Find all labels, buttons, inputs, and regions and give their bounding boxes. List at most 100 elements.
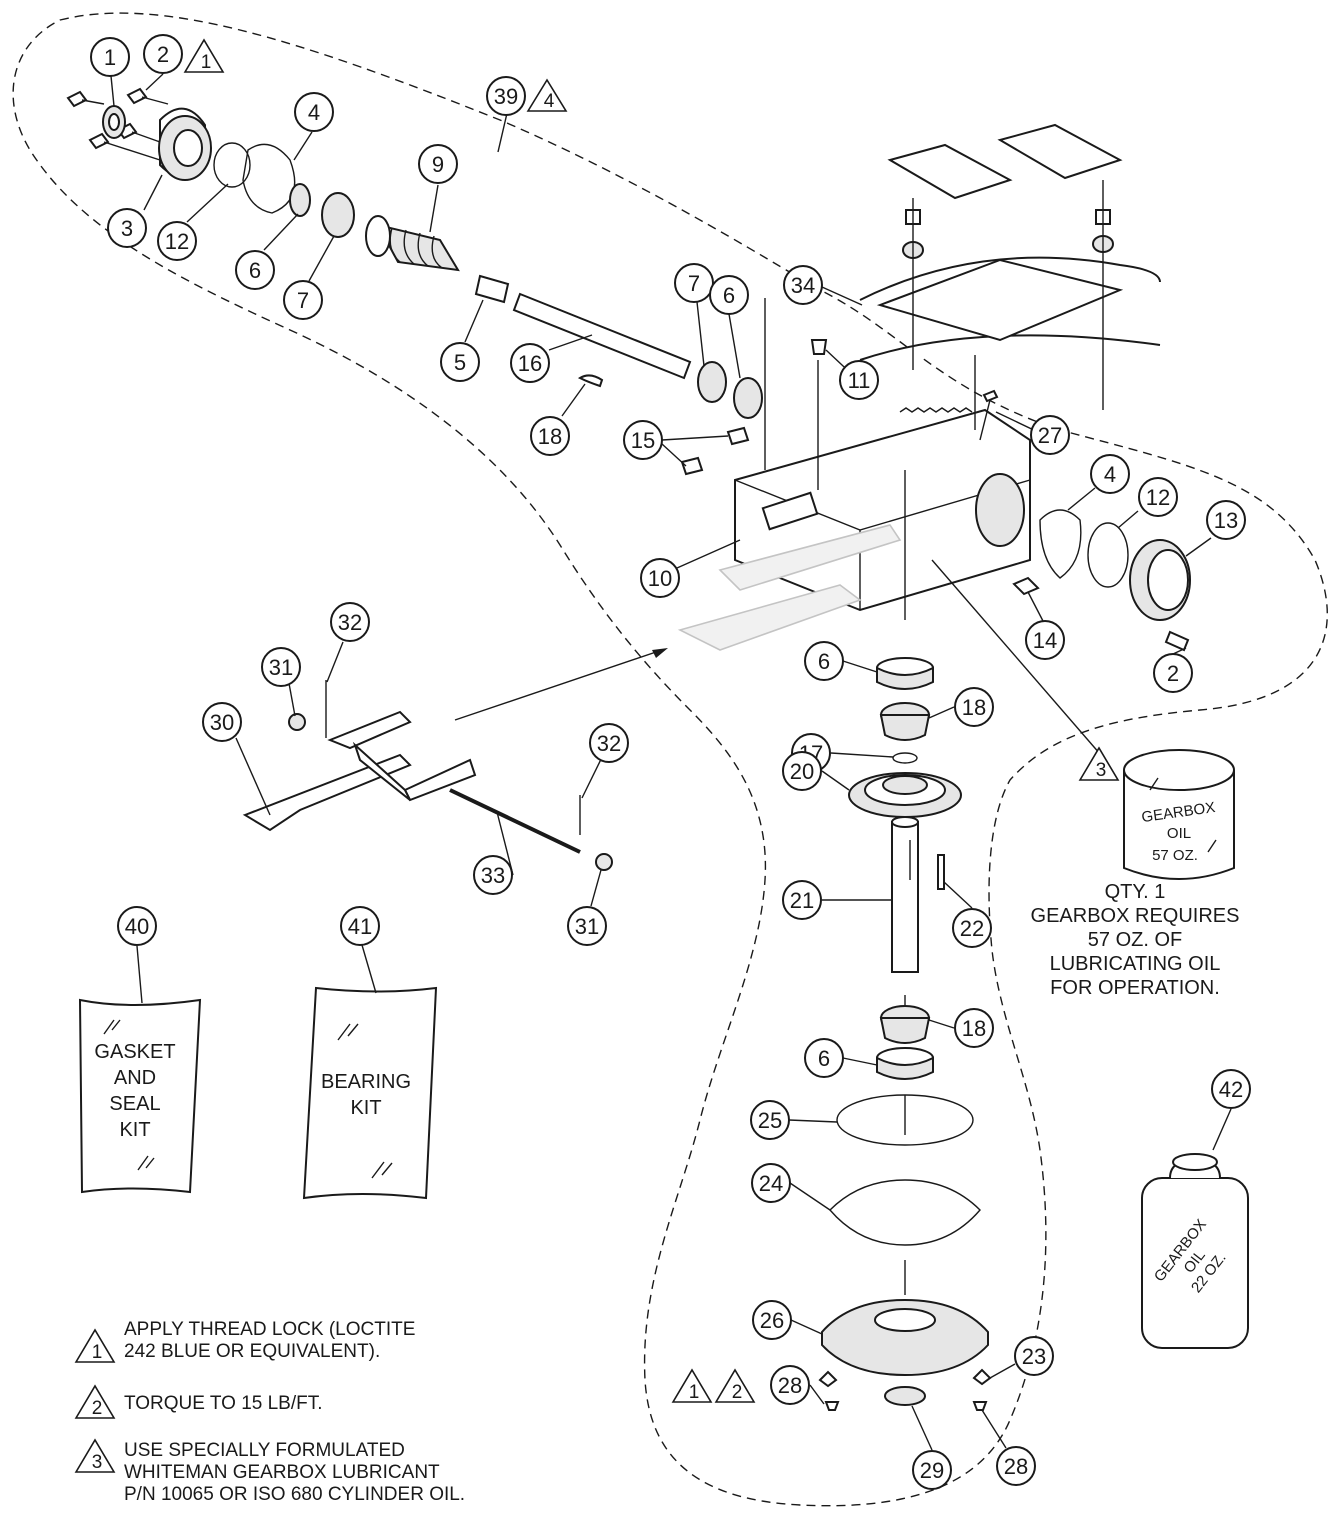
svg-text:2: 2 bbox=[732, 1382, 743, 1403]
callout-5: 5 bbox=[440, 342, 480, 382]
gasket-seal-kit-bag bbox=[78, 998, 202, 1194]
flag-triangle-3: 3 bbox=[1078, 746, 1120, 781]
callout-14: 14 bbox=[1025, 620, 1065, 660]
callout-42: 42 bbox=[1211, 1069, 1251, 1109]
callout-12-right: 12 bbox=[1138, 477, 1178, 517]
svg-text:18: 18 bbox=[962, 1016, 986, 1041]
key-22 bbox=[937, 854, 945, 890]
callout-15: 15 bbox=[623, 420, 663, 460]
bearing-cone-19-lower bbox=[879, 1005, 931, 1044]
bearing-cone-7-top bbox=[321, 192, 355, 238]
svg-text:22: 22 bbox=[960, 916, 984, 941]
svg-text:3: 3 bbox=[92, 1452, 103, 1473]
gearbox-oil-bottle bbox=[1141, 1153, 1249, 1349]
output-shaft-21 bbox=[891, 816, 919, 973]
callout-41: 41 bbox=[340, 906, 380, 946]
end-cover-13 bbox=[1129, 539, 1191, 621]
note-3-line-1: USE SPECIALLY FORMULATED bbox=[124, 1440, 405, 1461]
callout-29: 29 bbox=[912, 1450, 952, 1490]
fill-plug-11 bbox=[810, 339, 828, 355]
bottom-cover-26 bbox=[821, 1298, 989, 1377]
svg-text:29: 29 bbox=[920, 1458, 944, 1483]
svg-text:4: 4 bbox=[544, 91, 555, 112]
bearing-cup-6-right bbox=[733, 377, 763, 419]
o-ring-12-right bbox=[1087, 522, 1129, 588]
svg-text:25: 25 bbox=[758, 1108, 782, 1133]
svg-text:3: 3 bbox=[121, 216, 133, 241]
callout-2-top: 2 bbox=[143, 34, 183, 74]
callout-39: 39 bbox=[486, 76, 526, 116]
callout-6-lower: 6 bbox=[804, 1038, 844, 1078]
gasket-4-right bbox=[1039, 509, 1082, 579]
svg-text:6: 6 bbox=[249, 258, 261, 283]
svg-text:42: 42 bbox=[1219, 1077, 1243, 1102]
spacer-5 bbox=[474, 274, 510, 304]
callout-19-upper: 18 bbox=[954, 687, 994, 727]
svg-text:4: 4 bbox=[1104, 462, 1116, 487]
svg-text:15: 15 bbox=[631, 428, 655, 453]
washer-31-right bbox=[595, 853, 613, 871]
callout-11: 11 bbox=[839, 360, 879, 400]
svg-text:31: 31 bbox=[269, 655, 293, 680]
input-flange-housing bbox=[158, 107, 212, 181]
oil-req-line-3: LUBRICATING OIL bbox=[1049, 953, 1221, 975]
callout-19-lower: 18 bbox=[954, 1008, 994, 1048]
svg-text:2: 2 bbox=[92, 1398, 103, 1419]
note-flag-1: 1 bbox=[74, 1328, 116, 1363]
callout-10: 10 bbox=[640, 558, 680, 598]
svg-text:9: 9 bbox=[432, 152, 444, 177]
svg-text:18: 18 bbox=[962, 695, 986, 720]
callout-33: 33 bbox=[473, 855, 513, 895]
note-3-line-3: P/N 10065 OR ISO 680 CYLINDER OIL. bbox=[124, 1484, 466, 1505]
svg-text:16: 16 bbox=[518, 351, 542, 376]
kit-40-line-4: KIT bbox=[119, 1119, 150, 1141]
svg-text:6: 6 bbox=[818, 1046, 830, 1071]
flag-triangle-2-bottom: 2 bbox=[714, 1368, 756, 1403]
svg-text:1: 1 bbox=[689, 1382, 700, 1403]
bearing-cup-6-top bbox=[289, 183, 311, 217]
kit-40-line-2: AND bbox=[114, 1067, 156, 1089]
assembly-arrow bbox=[454, 648, 668, 721]
oil-req-line-4: FOR OPERATION. bbox=[1050, 977, 1220, 999]
gearbox-oil-can bbox=[1123, 749, 1235, 880]
oil-requirement-block: QTY. 1 GEARBOX REQUIRES 57 OZ. OF LUBRIC… bbox=[1005, 880, 1265, 1000]
shift-fork-30 bbox=[242, 710, 477, 832]
flag-triangle-1-bottom: 1 bbox=[671, 1368, 713, 1403]
callout-3-top: 3 bbox=[107, 208, 147, 248]
callout-13: 13 bbox=[1206, 500, 1246, 540]
callout-7-top: 7 bbox=[283, 280, 323, 320]
svg-text:4: 4 bbox=[308, 100, 320, 125]
svg-text:34: 34 bbox=[791, 273, 815, 298]
callout-20: 20 bbox=[782, 751, 822, 791]
callout-31-left: 31 bbox=[261, 647, 301, 687]
callout-40: 40 bbox=[117, 906, 157, 946]
svg-text:12: 12 bbox=[1146, 485, 1170, 510]
svg-text:27: 27 bbox=[1038, 423, 1062, 448]
note-flag-3: 3 bbox=[74, 1438, 116, 1473]
screw-28-right bbox=[972, 1401, 988, 1411]
callout-22: 22 bbox=[952, 908, 992, 948]
callout-6-right: 6 bbox=[709, 275, 749, 315]
callout-32-left: 32 bbox=[330, 602, 370, 642]
svg-text:26: 26 bbox=[760, 1308, 784, 1333]
note-1-line-1: APPLY THREAD LOCK (LOCTITE bbox=[124, 1319, 416, 1340]
note-flag-2: 2 bbox=[74, 1384, 116, 1419]
o-ring-25 bbox=[836, 1094, 974, 1146]
note-3: USE SPECIALLY FORMULATED WHITEMAN GEARBO… bbox=[124, 1440, 584, 1506]
svg-text:13: 13 bbox=[1214, 508, 1238, 533]
oil-req-line-1: GEARBOX REQUIRES bbox=[1030, 905, 1240, 927]
svg-text:41: 41 bbox=[348, 914, 372, 939]
svg-text:2: 2 bbox=[157, 42, 169, 67]
can-label-line-3: 57 OZ. bbox=[1152, 847, 1198, 864]
flag-triangle-4: 4 bbox=[526, 78, 568, 112]
svg-text:18: 18 bbox=[538, 424, 562, 449]
note-2-line-1: TORQUE TO 15 LB/FT. bbox=[124, 1393, 323, 1414]
callout-28-right: 28 bbox=[996, 1446, 1036, 1486]
svg-text:7: 7 bbox=[688, 271, 700, 296]
lockwasher-23-left bbox=[818, 1370, 838, 1388]
svg-text:24: 24 bbox=[759, 1171, 783, 1196]
svg-text:28: 28 bbox=[778, 1373, 802, 1398]
bearing-cup-6-lower bbox=[876, 1047, 934, 1080]
svg-text:14: 14 bbox=[1033, 628, 1057, 653]
